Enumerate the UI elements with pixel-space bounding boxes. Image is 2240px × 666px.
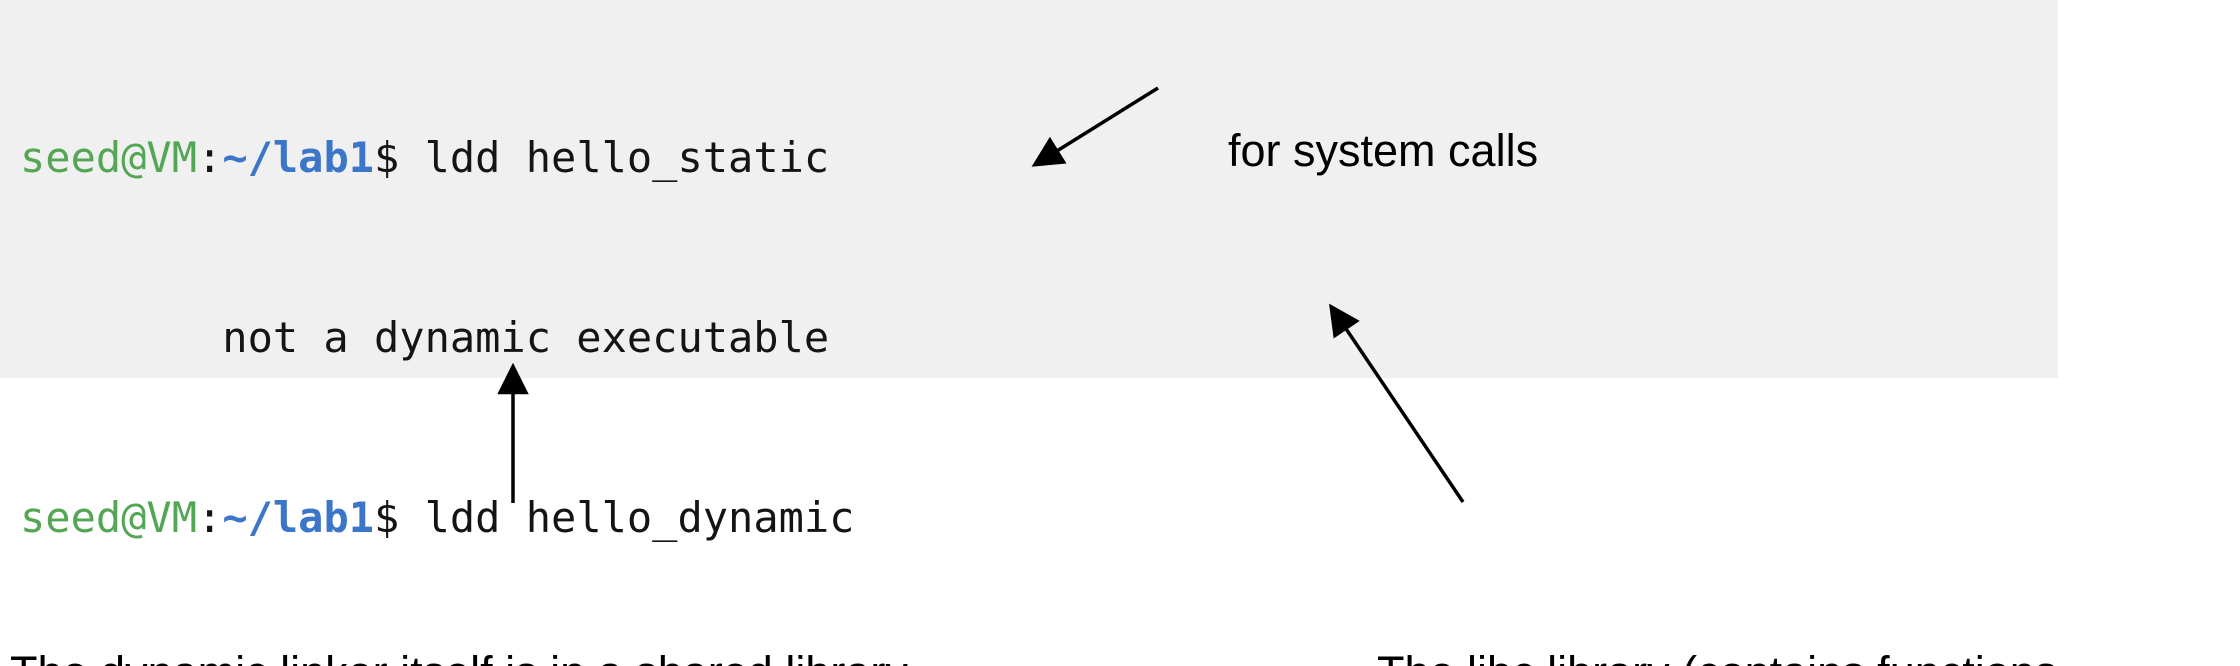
libc-note-line1: The libc library (contains functions [1377,641,2057,666]
prompt-command: $ ldd hello_dynamic [374,493,855,542]
prompt-command: $ ldd hello_static [374,133,830,182]
dynamic-linker-note: The dynamic linker itself is in a shared… [10,513,1021,666]
prompt-separator: : [197,493,223,542]
system-calls-note: for system calls [1178,55,1538,247]
system-calls-note-text: for system calls [1228,125,1539,176]
prompt-user: seed@VM [20,133,198,182]
prompt-user: seed@VM [20,493,198,542]
libc-note: The libc library (contains functions lik… [1377,513,2057,666]
prompt-path: ~/lab1 [222,493,375,542]
dynamic-linker-note-line1: The dynamic linker itself is in a shared… [10,641,1021,666]
prompt-path: ~/lab1 [222,133,375,182]
prompt-separator: : [197,133,223,182]
terminal-line-prompt-static: seed@VM:~/lab1$ ldd hello_static [20,128,2058,188]
terminal-line-prompt-dynamic: seed@VM:~/lab1$ ldd hello_dynamic [20,488,2058,548]
terminal-output-box: seed@VM:~/lab1$ ldd hello_static not a d… [0,0,2058,542]
output-text: not a dynamic executable [20,313,830,362]
terminal-line-output: not a dynamic executable [20,308,2058,368]
